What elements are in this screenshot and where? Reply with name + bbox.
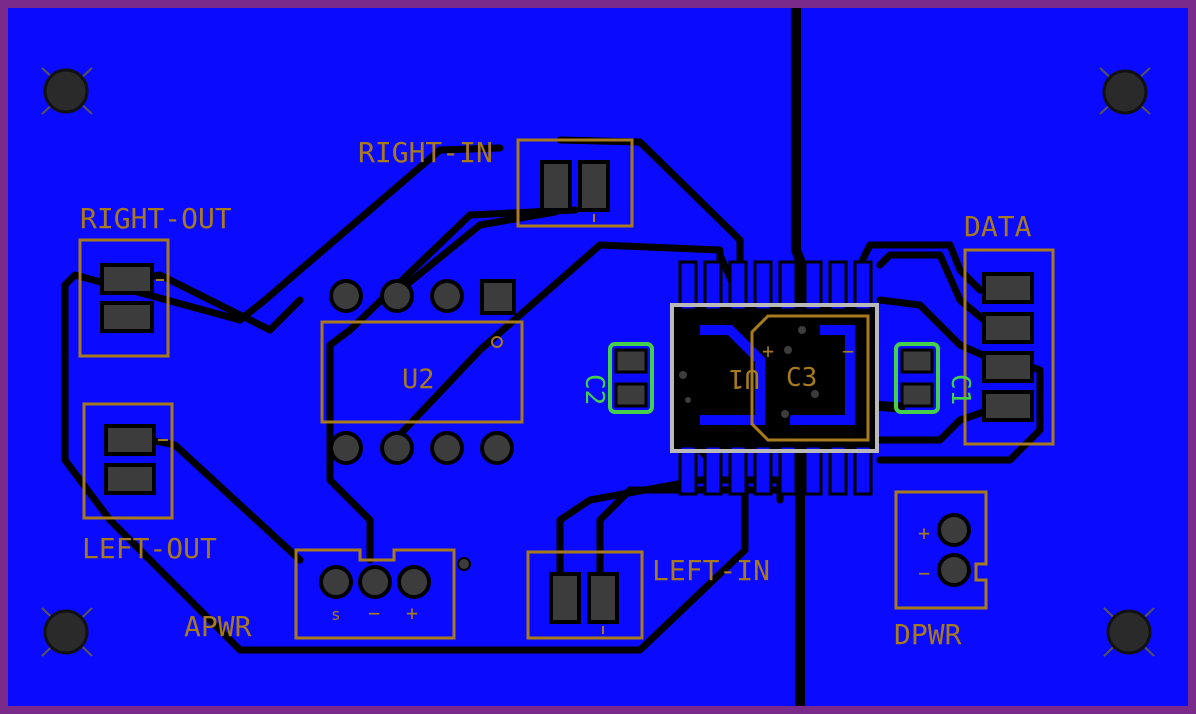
u2-dip8: U2 [320,279,524,465]
traces [61,136,1044,654]
u1-bottom-pins [678,444,873,496]
dpwr-pin-minus: − [918,561,930,585]
pour-split-line [791,8,805,706]
u1-label: U1 [729,363,760,393]
u1-package: U1 [670,260,879,496]
apwr-pin-s: s [331,605,341,624]
c3-pin-minus: − [842,339,854,363]
dpwr-label: DPWR [894,618,962,651]
connector-left-out: LEFT-OUT [82,402,217,565]
c2-label: C2 [579,374,609,405]
c1-label: C1 [945,374,975,405]
connector-data: DATA [963,210,1055,446]
c2-capacitor: C2 [579,342,654,414]
u2-label: U2 [402,364,435,395]
right-out-label: RIGHT-OUT [80,202,232,235]
data-label: DATA [964,210,1032,243]
c3-pin-plus: + [762,339,774,363]
connector-dpwr: + − DPWR [894,490,988,651]
apwr-label: APWR [184,610,252,643]
mounting-hole-top-right [1099,67,1151,115]
connector-left-in: LEFT-IN [526,550,770,640]
connector-right-out: RIGHT-OUT [78,202,232,358]
u1-top-pins [678,260,873,312]
mounting-hole-bottom-left [41,607,93,657]
left-in-label: LEFT-IN [652,554,770,587]
connector-apwr: s − + APWR [184,548,471,643]
connector-right-in: RIGHT-IN [358,136,634,228]
mounting-hole-top-left [41,67,93,115]
c3-label: C3 [786,363,817,393]
apwr-pin-minus: − [368,601,380,625]
left-out-label: LEFT-OUT [82,532,217,565]
apwr-pin-plus: + [406,601,418,625]
c1-capacitor: C1 [894,342,975,414]
dpwr-pin-plus: + [918,521,930,545]
c3-capacitor: C3 + − [750,314,870,442]
mounting-hole-bottom-right [1103,607,1155,657]
right-in-label: RIGHT-IN [358,136,493,169]
